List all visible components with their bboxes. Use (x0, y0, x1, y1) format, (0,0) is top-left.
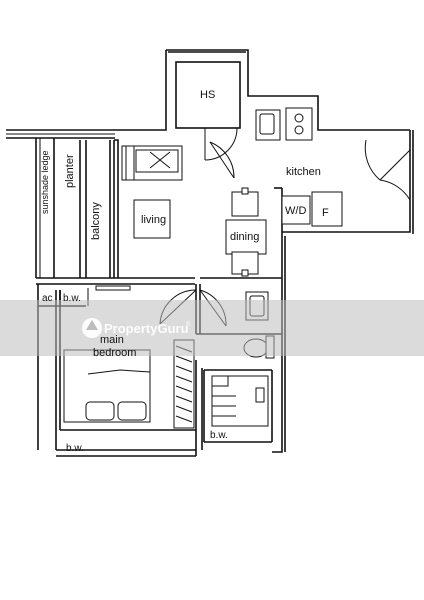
dining-table-icon (225, 219, 267, 255)
furniture (63, 107, 343, 429)
label-bedroom: bedroom (93, 347, 136, 359)
label-ac: ac (42, 293, 53, 304)
watermark: PropertyGuru ® (0, 300, 424, 356)
label-bw-top: b.w. (63, 293, 81, 304)
living-rug (133, 199, 171, 239)
labels: HS kitchen living dining W/D F planter b… (40, 89, 329, 454)
watermark-trademark: ® (186, 321, 191, 328)
fridge-icon (311, 191, 343, 227)
label-dining: dining (230, 231, 259, 243)
hob-icon (285, 107, 313, 141)
label-living: living (141, 214, 166, 226)
hs-door-swing (204, 127, 238, 161)
washer-dryer-icon (281, 195, 311, 225)
label-fridge: F (322, 207, 329, 219)
watermark-text: PropertyGuru (104, 321, 189, 336)
label-bw-left: b.w. (66, 443, 84, 454)
label-wd: W/D (285, 205, 306, 217)
label-main: main (100, 334, 124, 346)
label-hs: HS (200, 89, 215, 101)
label-planter: planter (64, 154, 76, 188)
label-balcony: balcony (90, 202, 102, 240)
entry-door-swing (379, 179, 411, 201)
label-sunshade-ledge: sunshade ledge (40, 150, 50, 214)
label-bw-bath: b.w. (210, 430, 228, 441)
balcony-rail (6, 133, 115, 278)
label-kitchen: kitchen (286, 166, 321, 178)
